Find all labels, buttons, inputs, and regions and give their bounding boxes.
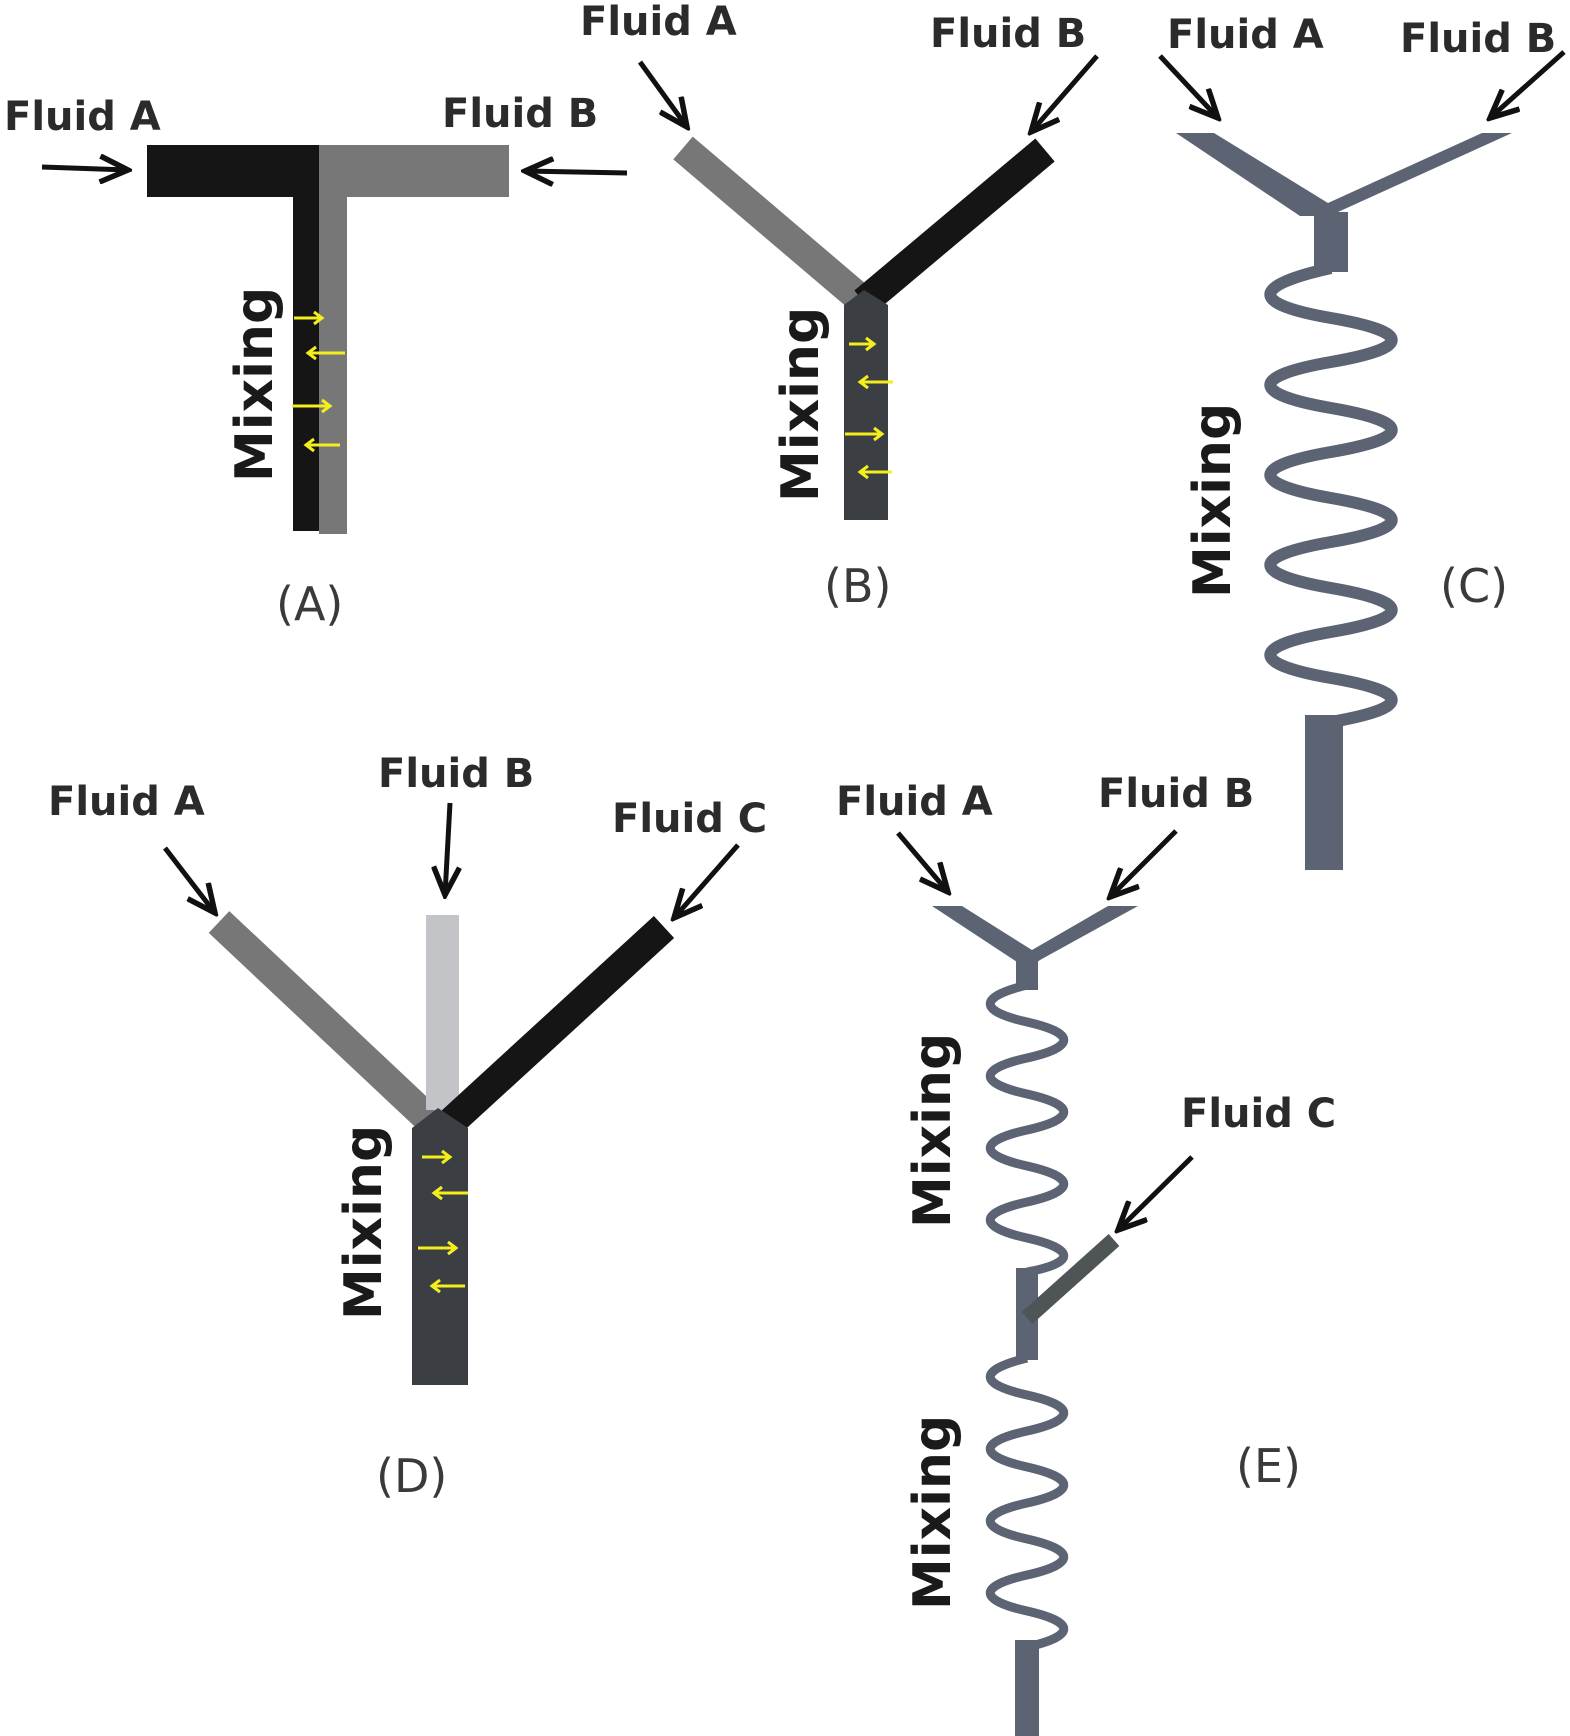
panel-c-inlet-y [1176,133,1512,216]
panel-d-arrow-icon-fluid-c [674,843,740,918]
panel-e-inlet-c-channel [1021,1234,1120,1324]
panel-e-outlet-stem [1015,1640,1039,1736]
panel-a: Fluid A Fluid B Mixing (A) [4,91,628,631]
panel-b-inlet-a-channel [673,136,874,314]
panel-b: Fluid A Fluid B Mixing (B) [580,0,1099,613]
panel-a-arrow-icon-fluid-b [525,171,628,173]
panel-e-serpentine-channel-2 [986,1353,1068,1652]
panel-a-flow-arrow-icons [292,310,345,453]
panel-a-inlet-b-channel [319,145,509,197]
panel-b-junction [844,290,888,305]
panel-e-fluid-a-label: Fluid A [836,779,993,825]
panel-a-fluid-b-label: Fluid B [442,91,598,137]
panel-e: Fluid A Fluid B Fluid C Mixing Mixing (E… [836,771,1336,1736]
panel-a-caption: (A) [276,577,343,631]
panel-d-inlet-a-channel [208,911,446,1136]
panel-d-inlet-c-channel [437,915,675,1137]
panel-e-arrow-icon-fluid-b [1110,829,1178,897]
panel-c-serpentine-channel [1264,262,1398,728]
panel-a-arrow-icon-fluid-a [41,167,128,170]
panel-d-arrow-icon-fluid-a [163,846,215,913]
panel-d-fluid-a-label: Fluid A [48,779,205,825]
panel-b-arrow-icon-fluid-a [637,60,687,127]
panel-c-fluid-b-label: Fluid B [1400,16,1556,62]
panel-e-mixing-label-1: Mixing [903,1033,963,1228]
panel-c-upper-stem [1314,212,1348,272]
panel-b-inlet-b-channel [854,138,1055,314]
panel-e-caption: (E) [1236,1439,1301,1493]
panel-c-caption: (C) [1440,559,1508,613]
panel-e-arrow-icon-fluid-c [1118,1155,1194,1230]
panel-d-caption: (D) [376,1449,447,1503]
panel-e-fluid-b-label: Fluid B [1098,771,1254,817]
panel-c-mixing-label: Mixing [1183,403,1243,598]
panel-e-fluid-c-label: Fluid C [1181,1091,1336,1137]
panel-e-serpentine-channel-1 [986,980,1068,1277]
panel-b-arrow-icon-fluid-b [1031,54,1099,132]
panel-a-fluid-a-label: Fluid A [4,94,161,140]
panel-a-mixing-channel-b [319,197,347,534]
panel-a-mixing-channel-a [293,145,319,531]
panel-e-inlet-y [932,906,1138,964]
panel-a-inlet-a-channel [147,145,319,197]
panel-d-mixing-label: Mixing [334,1125,394,1320]
panel-c-arrow-icon-fluid-b [1490,50,1566,118]
panel-d-flow-arrow-icons [418,1149,468,1294]
panel-d-fluid-c-label: Fluid C [612,796,767,842]
panel-b-caption: (B) [824,559,891,613]
panel-d-fluid-b-label: Fluid B [378,751,534,797]
panel-c-fluid-a-label: Fluid A [1167,12,1324,58]
panel-c-outlet-stem [1305,715,1343,870]
panel-a-mixing-label: Mixing [225,287,285,482]
panel-d: Fluid A Fluid B Fluid C Mixing (D) [48,751,767,1503]
panel-e-mixing-label-2: Mixing [903,1415,963,1610]
panel-b-mixing-label: Mixing [771,307,831,502]
panel-d-mixing-channel [412,1128,468,1385]
panel-d-junction [412,1108,468,1128]
panel-d-inlet-b-channel [426,915,459,1110]
panel-e-arrow-icon-fluid-a [896,831,948,892]
panel-c: Fluid A Fluid B Mixing (C) [1158,12,1566,870]
panel-b-fluid-b-label: Fluid B [930,11,1086,57]
panel-b-fluid-a-label: Fluid A [580,0,737,45]
panel-b-mixing-channel [844,305,888,520]
panel-b-flow-arrow-icons [845,336,893,480]
panel-d-arrow-icon-fluid-b [445,802,450,895]
panel-c-arrow-icon-fluid-a [1158,54,1218,118]
